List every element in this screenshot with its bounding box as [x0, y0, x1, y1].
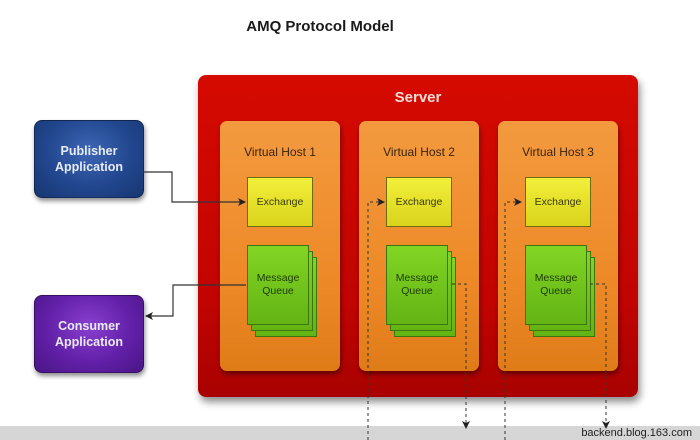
queue-label-line1: Message	[256, 272, 300, 284]
watermark: backend.blog.163.com	[581, 427, 692, 439]
consumer-label-line1: Consumer	[58, 319, 120, 333]
publisher-label-line2: Application	[54, 160, 124, 174]
queue-label-line1: Message	[534, 272, 578, 284]
publisher-label-line1: Publisher	[60, 144, 118, 158]
virtual-host-label: Virtual Host 1	[244, 145, 316, 159]
server-label: Server	[394, 89, 442, 106]
exchange-box: Exchange	[386, 177, 452, 227]
virtual-host-label: Virtual Host 2	[383, 145, 455, 159]
consumer-label-line2: Application	[54, 335, 124, 349]
footer-bar: backend.blog.163.com	[0, 426, 700, 440]
queue-label-line2: Queue	[540, 285, 572, 297]
queue-label-line1: Message	[395, 272, 439, 284]
diagram-title-text: AMQ Protocol Model	[246, 18, 394, 35]
virtual-host-label: Virtual Host 3	[522, 145, 594, 159]
exchange-box: Exchange	[247, 177, 313, 227]
queue-label-line2: Queue	[262, 285, 294, 297]
queue-label-line2: Queue	[401, 285, 433, 297]
exchange-box: Exchange	[525, 177, 591, 227]
diagram-title: AMQ Protocol Model	[0, 18, 660, 35]
